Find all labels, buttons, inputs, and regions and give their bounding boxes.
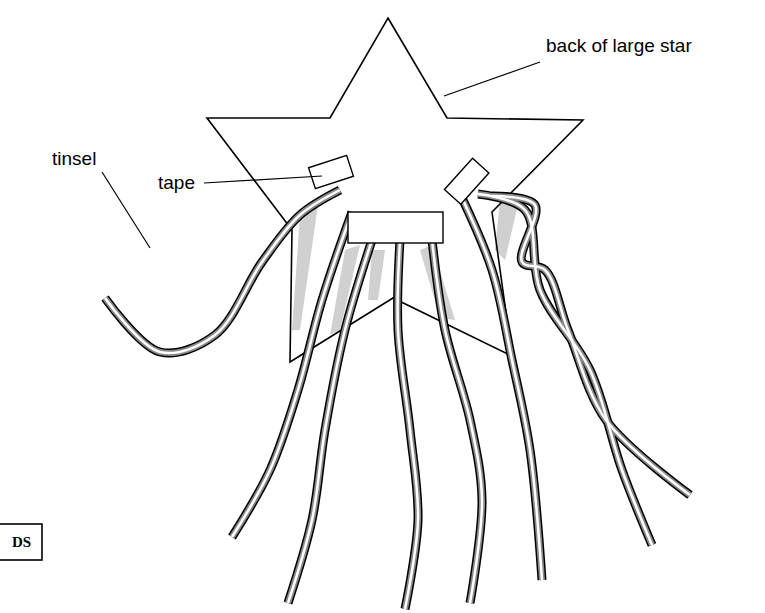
tape-piece (444, 158, 488, 204)
logo-text: DS (12, 534, 31, 551)
tinsel-highlight (105, 190, 340, 353)
tinsel-sheen (398, 240, 418, 609)
tinsel-sheen (492, 196, 690, 495)
tinsel-highlight (432, 240, 482, 603)
tinsel-highlight (398, 240, 418, 609)
tinsel-strands (105, 190, 690, 609)
tinsel-sheen (288, 240, 372, 603)
tape-piece (348, 212, 443, 243)
leader-line (102, 172, 150, 248)
part-label: tinsel (52, 149, 96, 170)
tape-piece (309, 155, 354, 188)
tinsel-strand (492, 196, 690, 495)
tinsel-strand (398, 240, 418, 609)
tinsel-strand (288, 240, 372, 603)
leader-line (444, 62, 540, 96)
part-label: back of large star (546, 36, 692, 57)
tinsel-strand (105, 190, 340, 353)
tinsel-sheen (478, 194, 652, 545)
logo-box (0, 524, 42, 560)
tinsel-strand (478, 194, 652, 545)
tinsel-highlight (492, 196, 690, 495)
tinsel-highlight (478, 194, 652, 545)
tinsel-strand (432, 240, 482, 603)
tinsel-sheen (462, 198, 542, 580)
tinsel-sheen (105, 190, 340, 353)
tinsel-sheen (432, 240, 482, 603)
tinsel-highlight (462, 198, 542, 580)
part-label: tape (158, 173, 195, 194)
leader-line (204, 176, 322, 183)
tinsel-highlight (288, 240, 372, 603)
